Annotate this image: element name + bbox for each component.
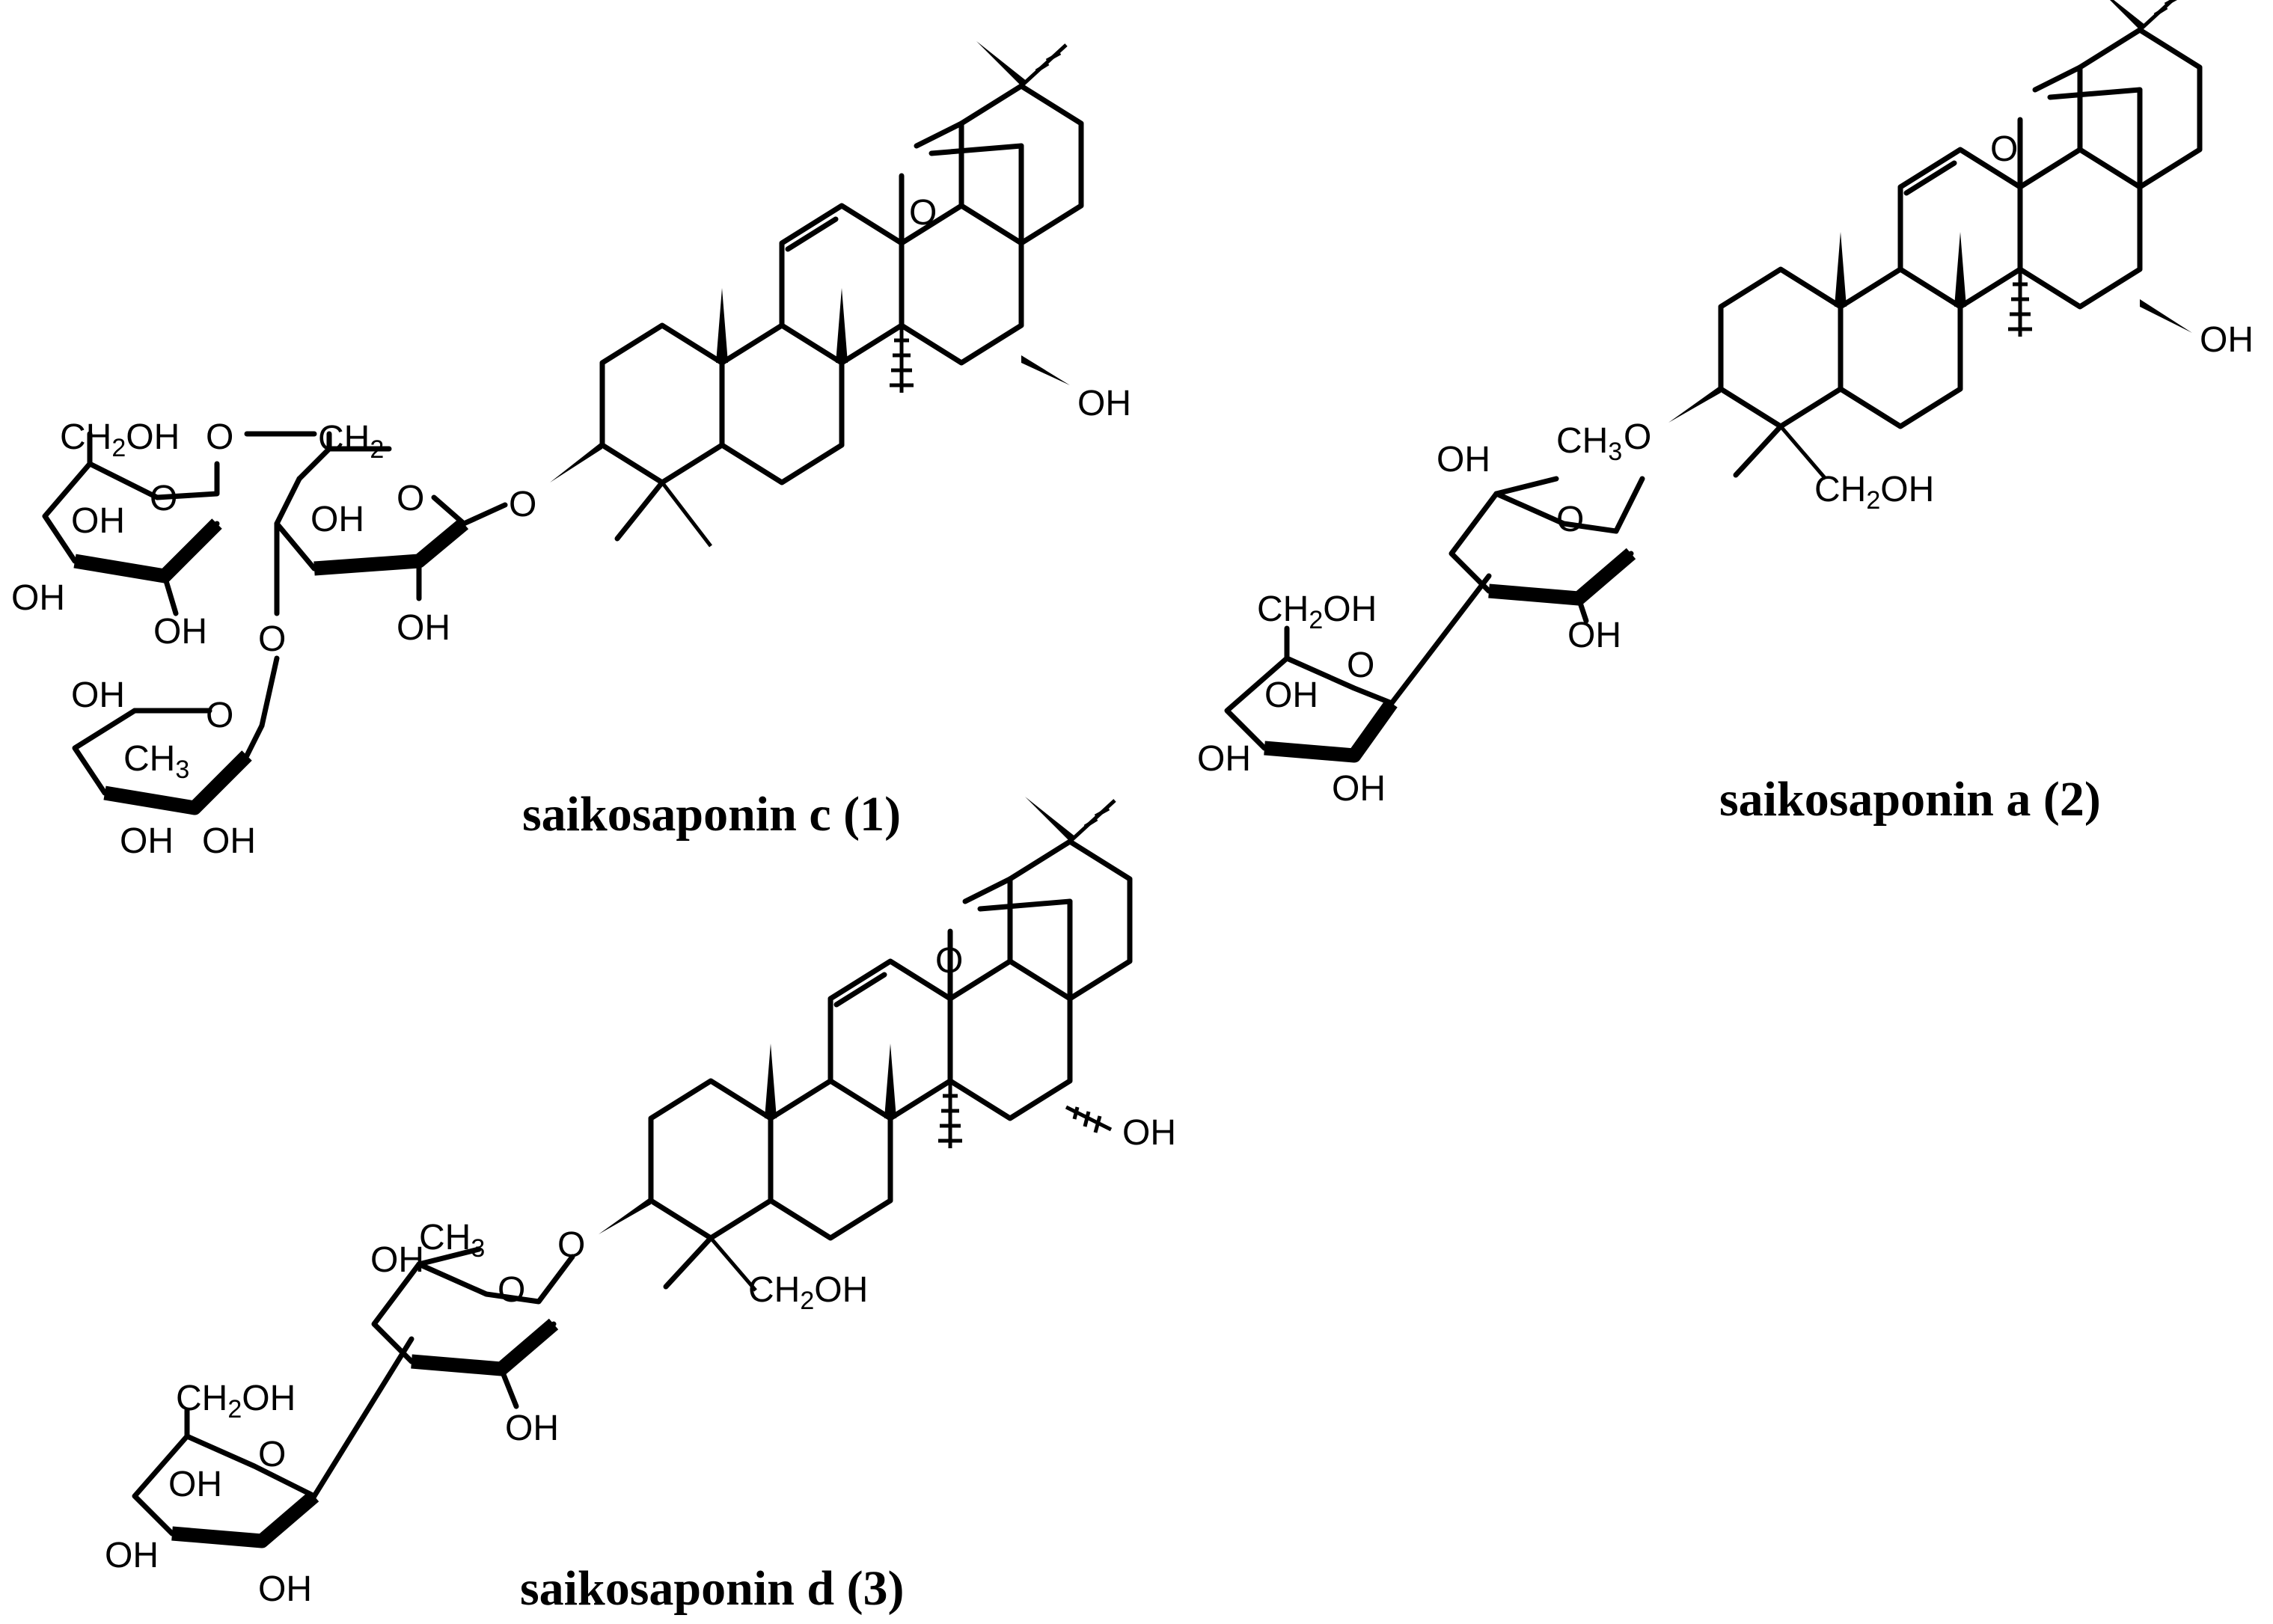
ch2-label: CH2 — [318, 419, 384, 464]
oh-label: OH — [202, 821, 256, 861]
oh-label: OH — [258, 1569, 312, 1609]
ring-oxygen-label: O — [1347, 646, 1374, 685]
ch2oh-label: CH2OH — [176, 1379, 296, 1424]
bridge-oxygen-label: O — [909, 193, 937, 233]
ring-oxygen-label: O — [1556, 500, 1584, 539]
compound-1-structure: O OH O O OH OH CH2 O O CH2OH O OH OH — [11, 41, 1131, 861]
ch2oh-label: CH2OH — [60, 417, 180, 462]
ch2oh-label: CH2OH — [1814, 470, 1934, 515]
compound-3-caption: saikosaponin d (3) — [520, 1561, 905, 1616]
linker-oxygen-label: O — [258, 619, 286, 659]
bridge-oxygen-label: O — [1990, 129, 2018, 169]
ring-oxygen-label: O — [150, 479, 177, 518]
ch2oh-label: CH2OH — [1257, 589, 1377, 634]
ring-oxygen-label: O — [498, 1270, 525, 1310]
oh-label: OH — [71, 501, 125, 541]
oh-label: OH — [168, 1465, 222, 1504]
compound-1-caption: saikosaponin c (1) — [522, 787, 901, 842]
compound-2-caption: saikosaponin a (2) — [1719, 772, 2101, 827]
oh-label: OH — [1332, 769, 1386, 809]
oh-label: OH — [1122, 1113, 1176, 1153]
compound-2-structure: O OH CH2OH O CH3 O OH OH CH2OH O OH OH O… — [1197, 0, 2254, 809]
oh-label: OH — [370, 1240, 424, 1280]
oh-label: OH — [1197, 739, 1251, 779]
oh-label: OH — [397, 608, 450, 648]
glycosidic-oxygen-label: O — [1624, 417, 1651, 457]
glycosidic-oxygen-label: O — [509, 485, 536, 524]
oh-label: OH — [2200, 320, 2254, 360]
oh-label: OH — [1264, 675, 1318, 715]
oh-label: OH — [153, 612, 207, 652]
oh-label: OH — [11, 578, 65, 618]
bridge-oxygen-label: O — [935, 941, 963, 981]
ch2oh-label: CH2OH — [748, 1270, 868, 1315]
ch3-label: CH3 — [123, 739, 189, 784]
oh-label: OH — [505, 1409, 559, 1448]
oh-label: OH — [1567, 616, 1621, 655]
oh-label: OH — [120, 821, 174, 861]
oh-label: OH — [71, 675, 125, 715]
oh-label: OH — [310, 500, 364, 539]
oh-label: OH — [1437, 440, 1490, 479]
ring-oxygen-label: O — [258, 1435, 286, 1474]
ch3-label: CH3 — [1556, 421, 1622, 466]
oh-label: OH — [105, 1536, 159, 1575]
ring-oxygen-label: O — [206, 696, 233, 735]
oh-label: OH — [1077, 384, 1131, 423]
ring-oxygen-label: O — [397, 479, 424, 518]
linker-oxygen-label: O — [206, 417, 233, 457]
compound-3-structure: O OH CH2OH O CH3 O OH OH CH2OH O OH OH O… — [105, 797, 1176, 1609]
ch3-label: CH3 — [419, 1218, 485, 1263]
